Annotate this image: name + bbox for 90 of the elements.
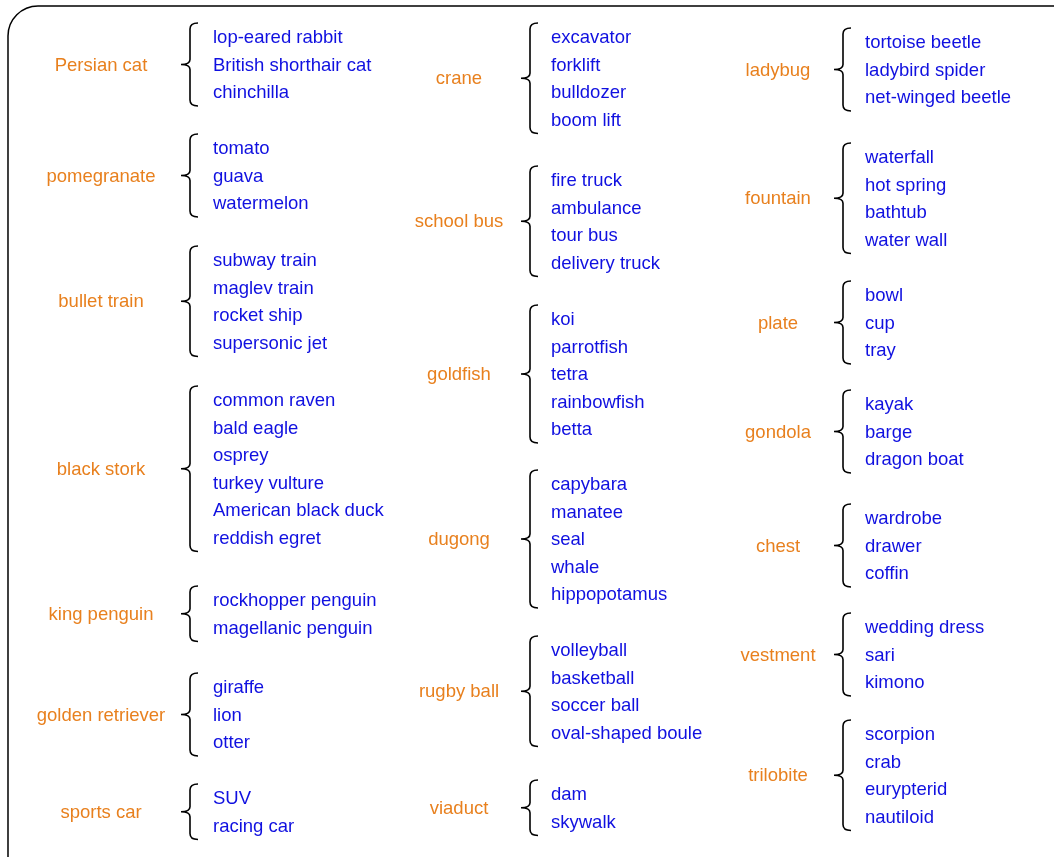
item-label: guava: [213, 164, 264, 187]
item-label: eurypterid: [865, 778, 948, 800]
category-label: fountain: [745, 187, 811, 210]
category-label: golden retriever: [36, 703, 166, 726]
item-label: tetra: [551, 363, 589, 385]
item-label: whale: [551, 555, 600, 578]
category-label: Persian cat: [54, 53, 148, 76]
item-label: osprey: [213, 444, 269, 466]
item-label: sari: [865, 643, 895, 666]
category-label: plate: [757, 311, 799, 334]
category-label: crane: [435, 67, 483, 90]
item-label: bathtub: [865, 201, 927, 223]
category-label: school bus: [414, 210, 504, 233]
item-label: coffin: [865, 562, 909, 584]
item-label: waterfall: [865, 146, 934, 168]
item-label: manatee: [551, 500, 623, 523]
category-label: gondola: [745, 420, 811, 443]
item-label: watermelon: [213, 192, 309, 214]
item-label: ambulance: [551, 196, 642, 219]
category-label: goldfish: [427, 363, 491, 385]
category-label: vestment: [740, 643, 816, 666]
category-label: sports car: [60, 800, 142, 823]
item-label: crab: [865, 750, 901, 773]
item-label: dragon boat: [865, 448, 964, 470]
item-label: koi: [551, 308, 575, 330]
item-label: nautiloid: [865, 805, 934, 828]
item-label: wedding dress: [865, 616, 985, 638]
item-label: British shorthair cat: [213, 53, 372, 76]
category-label: rugby ball: [418, 680, 500, 703]
item-label: oval-shaped boule: [551, 721, 703, 744]
category-label: pomegranate: [46, 164, 156, 187]
item-label: skywalk: [551, 810, 616, 833]
item-label: wardrobe: [865, 507, 943, 529]
item-label: bowl: [865, 284, 904, 306]
item-label: magellanic penguin: [213, 616, 373, 639]
item-label: lop-eared rabbit: [213, 26, 343, 48]
item-label: cup: [865, 311, 895, 334]
item-label: seal: [551, 528, 585, 550]
item-label: common raven: [213, 389, 336, 411]
item-label: basketball: [551, 666, 635, 689]
item-label: lion: [213, 703, 242, 726]
item-label: dam: [551, 783, 587, 805]
item-label: reddish egret: [213, 526, 321, 549]
item-label: tray: [865, 339, 896, 361]
item-label: forklift: [551, 53, 601, 76]
category-label: viaduct: [429, 796, 489, 819]
item-label: tomato: [213, 137, 270, 159]
item-label: barge: [865, 420, 913, 443]
item-label: betta: [551, 418, 593, 440]
item-label: excavator: [551, 26, 632, 48]
item-label: maglev train: [213, 276, 314, 299]
item-label: tour bus: [551, 224, 618, 246]
category-label: bullet train: [58, 290, 144, 313]
item-label: SUV: [213, 787, 252, 809]
item-label: chinchilla: [213, 81, 290, 103]
item-label: American black duck: [213, 499, 384, 521]
item-label: rainbowfish: [551, 390, 645, 413]
item-label: otter: [213, 731, 251, 753]
item-label: volleyball: [551, 639, 628, 661]
item-label: delivery truck: [551, 251, 660, 274]
item-label: hot spring: [865, 173, 947, 196]
category-label: chest: [755, 534, 801, 557]
category-label: black stork: [56, 457, 146, 480]
item-label: soccer ball: [551, 694, 640, 716]
item-label: supersonic jet: [213, 331, 328, 354]
item-label: racing car: [213, 814, 295, 837]
item-label: water wall: [865, 228, 948, 251]
item-label: rocket ship: [213, 304, 303, 326]
item-label: bulldozer: [551, 81, 627, 103]
item-label: kayak: [865, 393, 914, 415]
item-label: tortoise beetle: [865, 31, 982, 53]
item-label: bald eagle: [213, 416, 299, 439]
item-label: giraffe: [213, 676, 265, 698]
category-label: trilobite: [748, 764, 808, 787]
item-label: subway train: [213, 249, 317, 271]
category-label: king penguin: [48, 602, 154, 625]
category-label: dugong: [428, 528, 490, 550]
item-label: turkey vulture: [213, 471, 325, 494]
item-label: hippopotamus: [551, 583, 668, 605]
item-label: rockhopper penguin: [213, 589, 377, 611]
category-label: ladybug: [745, 58, 811, 81]
item-label: ladybird spider: [865, 58, 986, 81]
item-label: boom lift: [551, 108, 621, 131]
item-label: drawer: [865, 534, 922, 557]
item-label: kimono: [865, 671, 925, 693]
item-label: net-winged beetle: [865, 86, 1012, 108]
item-label: fire truck: [551, 169, 622, 191]
item-label: scorpion: [865, 723, 935, 745]
item-label: capybara: [551, 473, 628, 495]
item-label: parrotfish: [551, 335, 629, 358]
